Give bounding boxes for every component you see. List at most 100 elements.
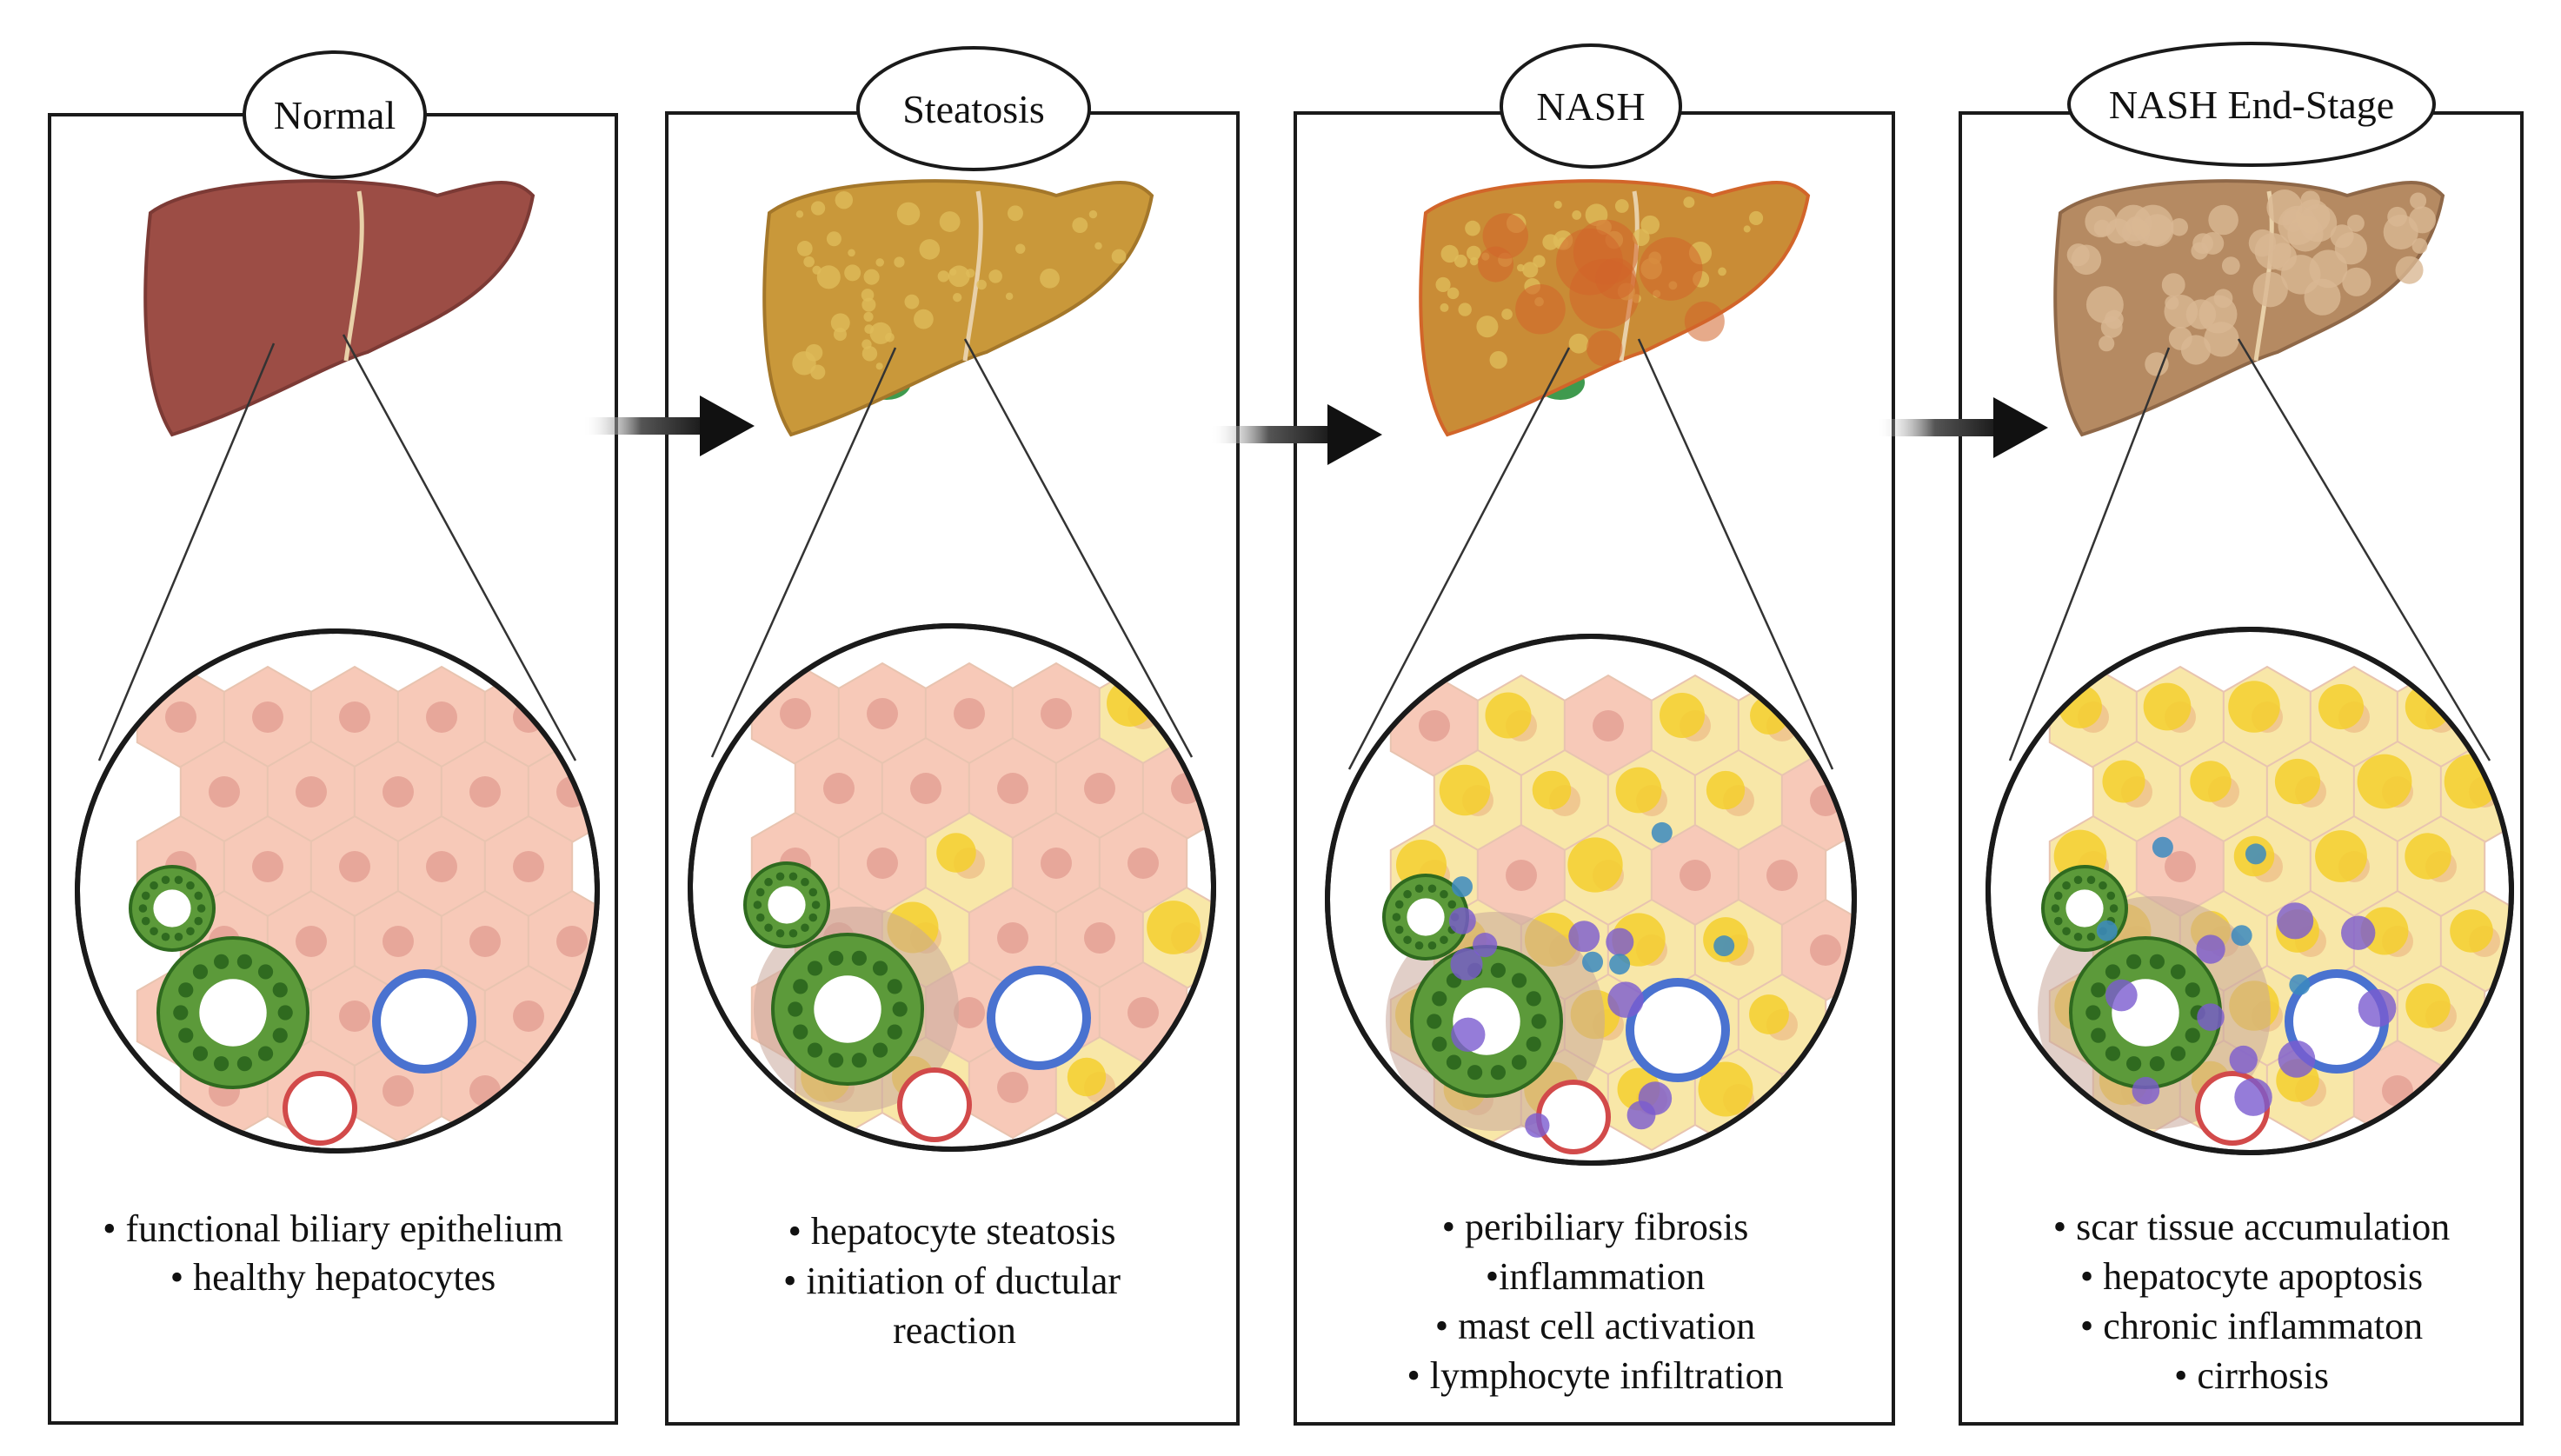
duct-cell-nucleus bbox=[1403, 889, 1412, 899]
duct-cell-nucleus bbox=[196, 904, 206, 913]
fat-droplet bbox=[1683, 196, 1695, 209]
duct-cell-nucleus bbox=[755, 913, 765, 922]
duct-cell-nucleus bbox=[141, 916, 150, 926]
lipid-droplet bbox=[1147, 901, 1201, 954]
duct-cell-nucleus bbox=[801, 877, 809, 887]
duct-cell-nucleus bbox=[2099, 881, 2107, 890]
duct-lumen bbox=[768, 886, 806, 924]
fat-droplet bbox=[810, 201, 826, 216]
duct-lumen bbox=[2065, 889, 2104, 927]
bullet-line: • hepatocyte apoptosis bbox=[2080, 1255, 2423, 1298]
fat-droplet bbox=[830, 313, 850, 333]
fat-droplet bbox=[1718, 267, 1726, 276]
bullet-line: • lymphocyte infiltration bbox=[1407, 1354, 1783, 1397]
fat-droplet bbox=[848, 249, 855, 257]
tissue-nash bbox=[1382, 674, 1854, 1154]
bullets-nash-end-stage: • scar tissue accumulation • hepatocyte … bbox=[2053, 1206, 2450, 1397]
fat-droplet bbox=[863, 311, 874, 322]
duct-cell-nucleus bbox=[150, 881, 158, 890]
stage-label-nash-end-stage: NASH End-Stage bbox=[2067, 42, 2436, 167]
duct-cell-nucleus bbox=[214, 954, 229, 969]
fat-droplet bbox=[2204, 322, 2239, 357]
lipid-droplet bbox=[1067, 1057, 1107, 1097]
fat-droplet bbox=[1111, 249, 1127, 264]
duct-cell-nucleus bbox=[161, 932, 170, 941]
lipid-droplet bbox=[2444, 754, 2499, 809]
fat-droplet bbox=[939, 211, 961, 232]
hepatic-artery bbox=[1536, 1080, 1611, 1154]
duct-cell-nucleus bbox=[1414, 941, 1424, 950]
bullet-line: • cirrhosis bbox=[2174, 1354, 2329, 1397]
fat-droplet bbox=[826, 231, 841, 247]
fat-droplet bbox=[2145, 352, 2169, 376]
lipid-droplet bbox=[2451, 1060, 2492, 1101]
lipid-droplet bbox=[1660, 693, 1705, 738]
duct-cell-nucleus bbox=[811, 901, 821, 909]
mast-cell bbox=[1582, 951, 1604, 973]
fat-droplet bbox=[1749, 210, 1764, 226]
duct-cell-nucleus bbox=[807, 961, 823, 976]
fat-droplet bbox=[2161, 273, 2185, 297]
bullet-line: • initiation of ductular bbox=[783, 1260, 1121, 1302]
duct-cell-nucleus bbox=[1446, 1054, 1462, 1070]
mast-cell bbox=[1451, 876, 1473, 898]
lipid-droplet bbox=[1786, 1063, 1839, 1115]
fat-droplet bbox=[1640, 215, 1660, 235]
duct-cell-nucleus bbox=[194, 891, 203, 901]
fat-droplet bbox=[1094, 242, 1102, 250]
inflammation-patch bbox=[1586, 330, 1623, 367]
duct-cell-nucleus bbox=[277, 1005, 293, 1021]
stage-label-nash: NASH bbox=[1500, 43, 1682, 169]
cell-nucleus bbox=[1084, 922, 1115, 954]
duct-cell-nucleus bbox=[1427, 884, 1437, 894]
cell-nucleus bbox=[1128, 848, 1159, 879]
immune-cell bbox=[1451, 1017, 1486, 1052]
fat-droplet bbox=[885, 332, 895, 342]
fat-droplet bbox=[1553, 200, 1562, 209]
duct-cell-nucleus bbox=[807, 1042, 823, 1058]
immune-cell bbox=[1607, 981, 1644, 1018]
duct-cell-nucleus bbox=[755, 888, 765, 897]
fat-droplet bbox=[2208, 204, 2238, 236]
fat-droplet bbox=[795, 210, 804, 218]
zoom-line-right bbox=[963, 338, 1194, 758]
hepatic-artery bbox=[283, 1071, 357, 1146]
lipid-droplet bbox=[1749, 994, 1789, 1034]
duct-cell-nucleus bbox=[1526, 1036, 1541, 1052]
cell-nucleus bbox=[910, 773, 941, 804]
immune-cell bbox=[1568, 921, 1600, 953]
fat-droplet bbox=[2099, 336, 2115, 352]
fat-droplet bbox=[1015, 243, 1026, 254]
fat-droplet bbox=[1447, 287, 1460, 300]
fat-droplet bbox=[2395, 256, 2424, 284]
cell-nucleus bbox=[339, 1001, 370, 1032]
duct-cell-nucleus bbox=[793, 1024, 808, 1040]
fat-droplet bbox=[1466, 245, 1481, 261]
duct-cell-nucleus bbox=[2185, 982, 2200, 998]
immune-cell bbox=[1606, 927, 1634, 956]
duct-cell-nucleus bbox=[1394, 925, 1404, 934]
duct-cell-nucleus bbox=[186, 881, 195, 890]
duct-cell-nucleus bbox=[2053, 891, 2063, 901]
cell-nucleus bbox=[1041, 698, 1072, 729]
duct-cell-nucleus bbox=[2091, 1027, 2106, 1043]
mast-cell bbox=[2231, 925, 2252, 947]
duct-cell-nucleus bbox=[272, 982, 288, 998]
duct-cell-nucleus bbox=[2086, 932, 2096, 941]
duct-cell-nucleus bbox=[1511, 1054, 1527, 1070]
duct-cell-nucleus bbox=[851, 1053, 867, 1068]
lipid-droplet bbox=[936, 833, 976, 873]
fat-droplet bbox=[1476, 316, 1499, 338]
duct-cell-nucleus bbox=[2085, 1005, 2101, 1021]
duct-cell-nucleus bbox=[178, 1027, 194, 1043]
fat-droplet bbox=[812, 265, 822, 275]
lipid-droplet bbox=[2143, 682, 2192, 731]
duct-cell-nucleus bbox=[808, 913, 818, 922]
fat-droplet bbox=[904, 294, 920, 309]
lipid-droplet bbox=[2318, 683, 2365, 730]
bullet-line: • chronic inflammaton bbox=[2080, 1305, 2423, 1347]
immune-cell bbox=[1525, 1113, 1550, 1138]
portal-vein bbox=[372, 969, 476, 1074]
immune-cell bbox=[2105, 979, 2138, 1012]
